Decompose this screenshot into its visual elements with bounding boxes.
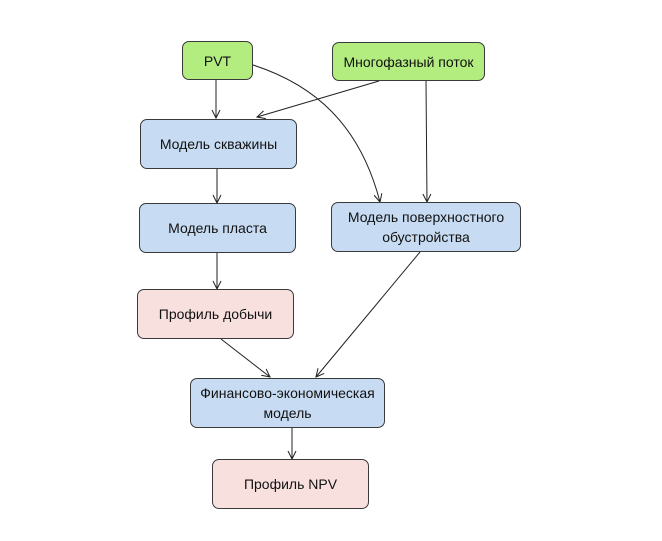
node-npv-profile-label: Профиль NPV (243, 476, 338, 492)
node-reservoir-model[interactable]: Модель пласта (139, 203, 296, 253)
node-production-profile[interactable]: Профиль добычи (137, 289, 294, 339)
node-financial-model-label: Финансово-экономическая модель (200, 385, 375, 421)
node-pvt-label: PVT (203, 52, 232, 69)
edge-multiphase-flow-to-surface-facilities-model (426, 80, 427, 202)
node-reservoir-model-label: Модель пласта (168, 220, 267, 236)
node-multiphase-flow-label: Многофазный поток (343, 53, 474, 70)
node-npv-profile[interactable]: Профиль NPV (212, 459, 369, 509)
edge-pvt-to-surface-facilities-model (252, 64, 380, 202)
node-well-model[interactable]: Модель скважины (140, 119, 297, 169)
node-production-profile-label: Профиль добычи (158, 306, 273, 322)
node-multiphase-flow[interactable]: Многофазный поток (332, 42, 485, 81)
node-financial-model[interactable]: Финансово-экономическая модель (190, 378, 385, 428)
edge-production-profile-to-financial-model (220, 338, 270, 377)
node-surface-facilities-model[interactable]: Модель поверхностного обустройства (331, 202, 521, 252)
node-pvt[interactable]: PVT (182, 41, 253, 80)
node-surface-facilities-model-label: Модель поверхностного обустройства (347, 209, 505, 245)
node-well-model-label: Модель скважины (159, 136, 278, 152)
edge-surface-facilities-model-to-financial-model (316, 251, 421, 377)
